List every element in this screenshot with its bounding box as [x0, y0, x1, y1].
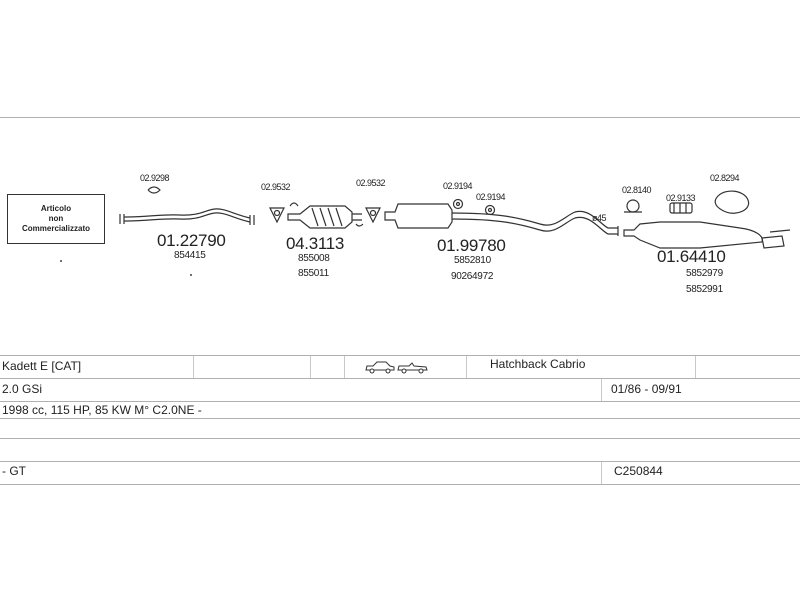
rubber-mount-drawing-1: [452, 198, 464, 210]
vehicle-engine: 2.0 GSi: [2, 382, 43, 396]
part-code[interactable]: 01.64410: [657, 247, 726, 266]
part-code[interactable]: 01.22790: [157, 231, 226, 250]
bullet-dot: [190, 274, 192, 276]
table-column-divider: [601, 462, 602, 484]
part-code[interactable]: 02.9532: [261, 182, 291, 192]
part-code[interactable]: 04.3113: [286, 234, 345, 253]
body-type-icons: [365, 361, 428, 374]
part-code[interactable]: 02.9194: [443, 181, 473, 191]
part-code[interactable]: 01.99780: [437, 236, 506, 255]
mount-drawing-3: [624, 199, 642, 213]
clamp-drawing-2: [669, 202, 693, 214]
part-code[interactable]: 02.8294: [710, 173, 740, 183]
part-ref: 90264972: [451, 271, 494, 282]
table-column-divider: [310, 356, 311, 378]
part-ref: 855008: [298, 253, 330, 264]
part-ref: 5852991: [686, 284, 723, 295]
vehicle-model: Kadett E [CAT]: [2, 359, 82, 373]
part-code[interactable]: 02.9298: [140, 173, 170, 183]
pipe-diameter-label: ø45: [592, 213, 607, 223]
part-code[interactable]: 02.9194: [476, 192, 506, 202]
clamp-drawing-1: [147, 186, 161, 194]
bullet-dot: [60, 260, 62, 262]
vehicle-variant: - GT: [2, 464, 26, 478]
hatchback-car-icon: [365, 361, 395, 374]
part-code[interactable]: 02.9133: [666, 193, 696, 203]
hanger-drawing: [714, 190, 750, 214]
table-divider: [0, 461, 800, 462]
table-divider: [0, 484, 800, 485]
catalytic-converter-drawing: [287, 202, 364, 229]
part-ref: 5852810: [454, 255, 491, 266]
part-code[interactable]: 02.8140: [622, 185, 652, 195]
table-column-divider: [601, 379, 602, 401]
rubber-mount-drawing-2: [484, 204, 496, 216]
table-column-divider: [695, 356, 696, 378]
table-divider: [0, 418, 800, 419]
part-ref: 855011: [298, 268, 329, 279]
vehicle-code: C250844: [614, 464, 663, 478]
not-commercialized-notice: Articolo non Commercializzato: [7, 194, 105, 244]
gasket-drawing-1: [269, 207, 285, 224]
part-ref: 854415: [174, 250, 206, 261]
table-divider: [0, 401, 800, 402]
table-divider: [0, 355, 800, 356]
table-column-divider: [466, 356, 467, 378]
gasket-drawing-2: [365, 207, 381, 224]
part-ref: 5852979: [686, 268, 723, 279]
rear-muffler-drawing: [623, 221, 791, 249]
table-divider: [0, 438, 800, 439]
vehicle-specs: 1998 cc, 115 HP, 85 KW M° C2.0NE -: [2, 403, 202, 417]
notice-line-3: Commercializzato: [21, 224, 91, 233]
table-divider: [0, 378, 800, 379]
top-divider: [0, 117, 800, 118]
notice-line-2: non: [48, 214, 64, 223]
vehicle-years: 01/86 - 09/91: [611, 382, 682, 396]
front-pipe-drawing: [119, 208, 255, 225]
table-column-divider: [344, 356, 345, 378]
cabrio-car-icon: [397, 362, 428, 374]
middle-muffler-drawing: [384, 203, 619, 236]
table-column-divider: [193, 356, 194, 378]
vehicle-body-type: Hatchback Cabrio: [490, 357, 586, 371]
part-code[interactable]: 02.9532: [356, 178, 386, 188]
exhaust-system-diagram: [119, 186, 791, 249]
notice-line-1: Articolo: [40, 204, 72, 213]
